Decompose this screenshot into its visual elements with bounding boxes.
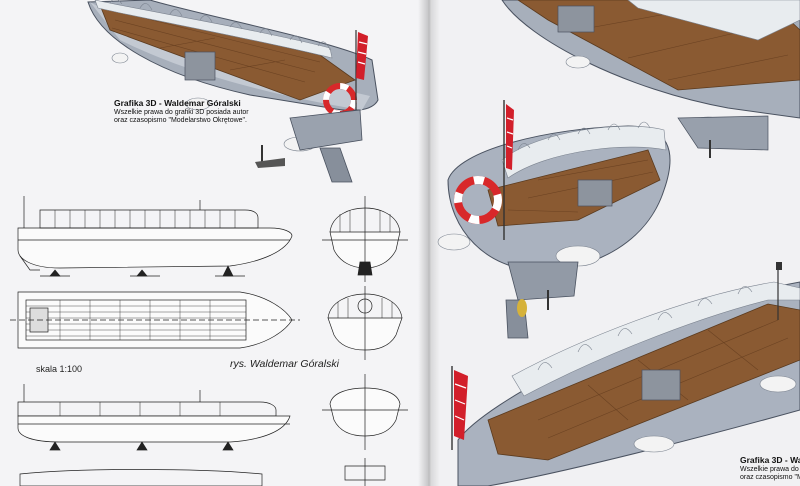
- right-page: Grafika 3D - Wal Wszelkie prawa do gr or…: [428, 0, 800, 486]
- left-page-caption: Grafika 3D - Waldemar Góralski Wszelkie …: [114, 99, 314, 126]
- left-page: Grafika 3D - Waldemar Góralski Wszelkie …: [0, 0, 428, 486]
- technical-drawing-section-3: [322, 374, 408, 486]
- caption-title: Grafika 3D - Waldemar Góralski: [114, 98, 241, 108]
- technical-drawing-section-1: [322, 196, 408, 282]
- boat-render-bottom-right: [451, 262, 800, 486]
- technical-drawing-plan-view: [10, 291, 300, 349]
- technical-drawing-side-view: [17, 196, 293, 277]
- right-page-caption: Grafika 3D - Wal Wszelkie prawa do gr or…: [740, 456, 800, 483]
- technical-drawing-side-view-2: [17, 384, 291, 486]
- boat-render-stern-center: [437, 100, 671, 339]
- caption-rights-line-1: Wszelkie prawa do gr: [740, 465, 800, 473]
- caption-rights-line-2: oraz czasopismo "Modelarstwo Okrętowe".: [114, 117, 247, 124]
- right-page-artwork: [437, 0, 800, 486]
- book-gutter-shadow: [418, 0, 440, 486]
- boat-render-stern-left: [87, 0, 379, 183]
- caption-rights-line-2: oraz czasopismo "Mo: [740, 474, 800, 481]
- caption-rights-line-1: Wszelkie prawa do grafiki 3D posiada aut…: [114, 108, 249, 116]
- drawing-author-label: rys. Waldemar Góralski: [230, 358, 339, 370]
- scale-label: skala 1:100: [36, 364, 83, 374]
- caption-title: Grafika 3D - Wal: [740, 455, 800, 465]
- boat-render-top-right: [501, 0, 800, 158]
- left-page-artwork: [10, 0, 408, 486]
- technical-drawing-section-2: [327, 286, 403, 360]
